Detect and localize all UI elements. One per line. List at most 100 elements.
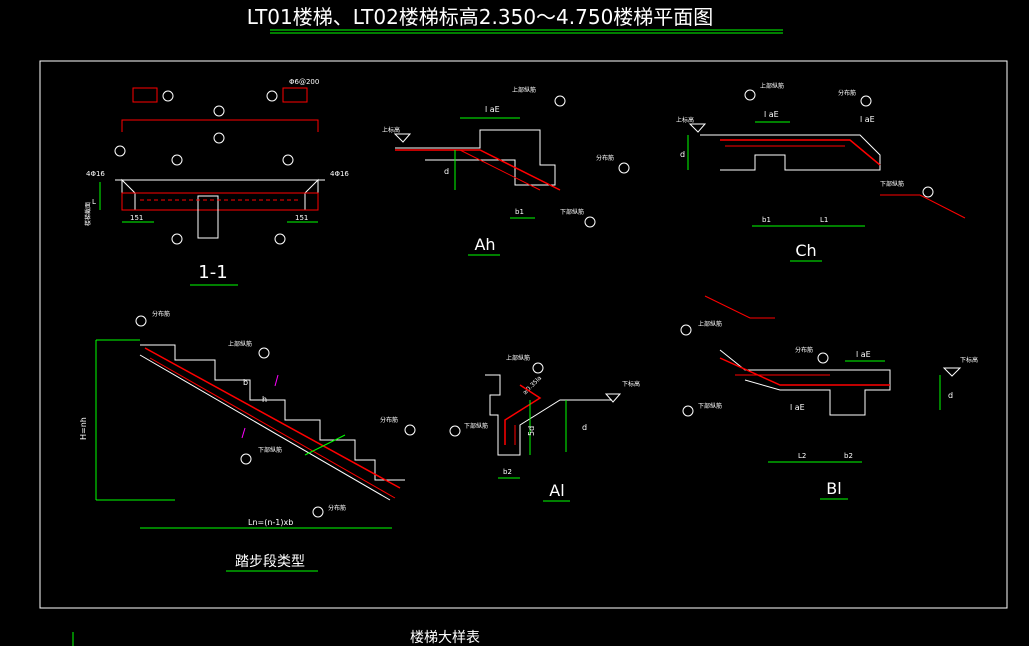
bl-marker-1 — [680, 324, 692, 336]
detail-al[interactable]: 上部纵筋 ≥0.35la 下标高 下部纵筋 5d d b2 Al — [449, 354, 640, 502]
ch-bottom-bar-label: 下部纵筋 — [880, 180, 904, 188]
stair-bottom-bar-label: 下部纵筋 — [258, 446, 282, 454]
bl-b2-text: b2 — [844, 452, 853, 460]
stair-b-text: b — [243, 378, 248, 387]
detail-bl-caption: Bl — [826, 479, 841, 498]
ah-marker-3 — [618, 162, 630, 174]
stair-marker-5 — [312, 506, 324, 518]
stair-length-text: Ln=(n-1)xb — [248, 518, 293, 527]
stair-type[interactable]: H=nh 分布筋 上部纵筋 b h 分布筋 下部纵筋 分布筋 Ln=(n-1)x… — [79, 310, 416, 572]
stair-dist-bar-label: 分布筋 — [380, 416, 398, 424]
ch-extension-bar — [880, 194, 966, 219]
section-1-1-caption: 1-1 — [198, 262, 227, 283]
ch-b1-text: b1 — [762, 216, 771, 224]
footer-title: 楼梯大样表 — [410, 630, 480, 646]
bl-extension-bar — [704, 295, 775, 319]
ah-marker-2 — [584, 216, 596, 228]
al-marker-1 — [532, 362, 544, 374]
bl-d-text: d — [948, 391, 953, 400]
ah-marker-1 — [554, 95, 566, 107]
marker-3-mid — [213, 132, 225, 144]
drawing-frame — [39, 60, 1008, 609]
stair-accent-1 — [274, 374, 279, 387]
ch-lae-text: l aE — [764, 110, 779, 119]
ch-marker-1 — [744, 89, 756, 101]
ah-lae-text: l aE — [485, 105, 500, 114]
ch-l1-text: L1 — [820, 216, 828, 224]
slab-section — [121, 192, 319, 211]
al-d-text: d — [582, 423, 587, 432]
marker-3-top — [213, 105, 225, 117]
al-profile — [485, 374, 612, 456]
al-h-text: 5d — [527, 426, 536, 436]
al-marker-2 — [449, 425, 461, 437]
beam-right — [304, 178, 319, 211]
ch-dist-bar-label: 分布筋 — [838, 89, 856, 97]
al-bottom-bar-label: 下部纵筋 — [464, 422, 488, 430]
stair-marker-3 — [404, 424, 416, 436]
bl-landing-label: 下标高 — [960, 356, 978, 364]
ch-elevation-mark — [688, 123, 707, 133]
stair-marker-1 — [258, 347, 270, 359]
ah-d-text: d — [444, 167, 449, 176]
marker-5-section — [114, 145, 126, 157]
ah-landing-label: 上标高 — [382, 126, 400, 134]
bl-top-bar-label: 上部纵筋 — [698, 320, 722, 328]
ch-landing-label: 上标高 — [676, 116, 694, 124]
wall-stub — [197, 195, 219, 239]
stair-height-text: H=nh — [79, 417, 88, 440]
detail-bl[interactable]: 上部纵筋 分布筋 l aE l aE 下标高 下部纵筋 d L2 b2 Bl — [680, 295, 978, 500]
beam-left — [121, 178, 136, 211]
stair-top-bar-label: 上部纵筋 — [228, 340, 252, 348]
marker-4-section — [282, 154, 294, 166]
detail-ah[interactable]: 上标高 l aE 上部纵筋 分布筋 下部纵筋 d b1 Ah — [382, 86, 630, 256]
section-vertical-label: 楼梯截面 — [84, 202, 92, 226]
ch-marker-3 — [860, 95, 872, 107]
bl-l2-text: L2 — [798, 452, 806, 460]
rebar-callout-box-left — [132, 87, 158, 103]
marker-5-left — [162, 90, 174, 102]
detail-ch[interactable]: 上标高 上部纵筋 分布筋 l aE l aE 下部纵筋 d b1 L1 Ch — [676, 82, 966, 262]
detail-ch-caption: Ch — [795, 241, 816, 260]
ah-bottom-bar-label: 下部纵筋 — [560, 208, 584, 216]
stair-bottom-bar — [149, 357, 396, 499]
stair-soffit — [139, 354, 391, 501]
dim-151-right-text: 151 — [295, 214, 308, 222]
bl-top-bar — [719, 357, 890, 386]
top-bar-bracket — [121, 119, 319, 132]
marker-5-right — [266, 90, 278, 102]
al-b2-text: b2 — [503, 468, 512, 476]
ch-top-bar — [720, 139, 881, 166]
detail-al-caption: Al — [549, 481, 564, 500]
stair-dist-mark — [304, 434, 346, 456]
rebar-left-label: 4Φ16 — [86, 170, 105, 178]
stair-type-caption: 踏步段类型 — [235, 554, 305, 570]
drawing-title: LT01楼梯、LT02楼梯标高2.350～4.750楼梯平面图 — [247, 5, 714, 29]
ch-top-bar-label: 上部纵筋 — [760, 82, 784, 90]
ch-profile — [700, 134, 881, 171]
section-1-1[interactable]: Φ6@200 4Φ16 4Φ16 L 楼梯截面 151 151 1-1 — [84, 78, 349, 286]
al-landing-label: 下标高 — [622, 380, 640, 388]
marker-1-section — [171, 154, 183, 166]
section-side-label: L — [92, 198, 96, 206]
bl-dist-bar-label: 分布筋 — [795, 346, 813, 354]
stair-steps — [140, 344, 405, 481]
bl-marker-3 — [817, 352, 829, 364]
rebar-spacing-label: Φ6@200 — [289, 78, 319, 86]
ch-d-text: d — [680, 150, 685, 159]
ah-bottom-bar — [459, 149, 541, 191]
ah-elevation-mark — [393, 133, 412, 143]
stair-b-bar-label: 分布筋 — [152, 310, 170, 318]
al-top-bar-label: 上部纵筋 — [506, 354, 530, 362]
ah-dist-bar-label: 分布筋 — [596, 154, 614, 162]
stair-b-bar-label-2: 分布筋 — [328, 504, 346, 512]
stair-marker-4 — [135, 315, 147, 327]
rebar-right-label: 4Φ16 — [330, 170, 349, 178]
ah-top-bar — [395, 149, 561, 191]
stair-top-bar — [144, 347, 401, 489]
dim-151-left-text: 151 — [130, 214, 143, 222]
bl-lae2-text: l aE — [790, 403, 805, 412]
ah-b1-text: b1 — [515, 208, 524, 216]
ah-top-bar-label: 上部纵筋 — [512, 86, 536, 94]
